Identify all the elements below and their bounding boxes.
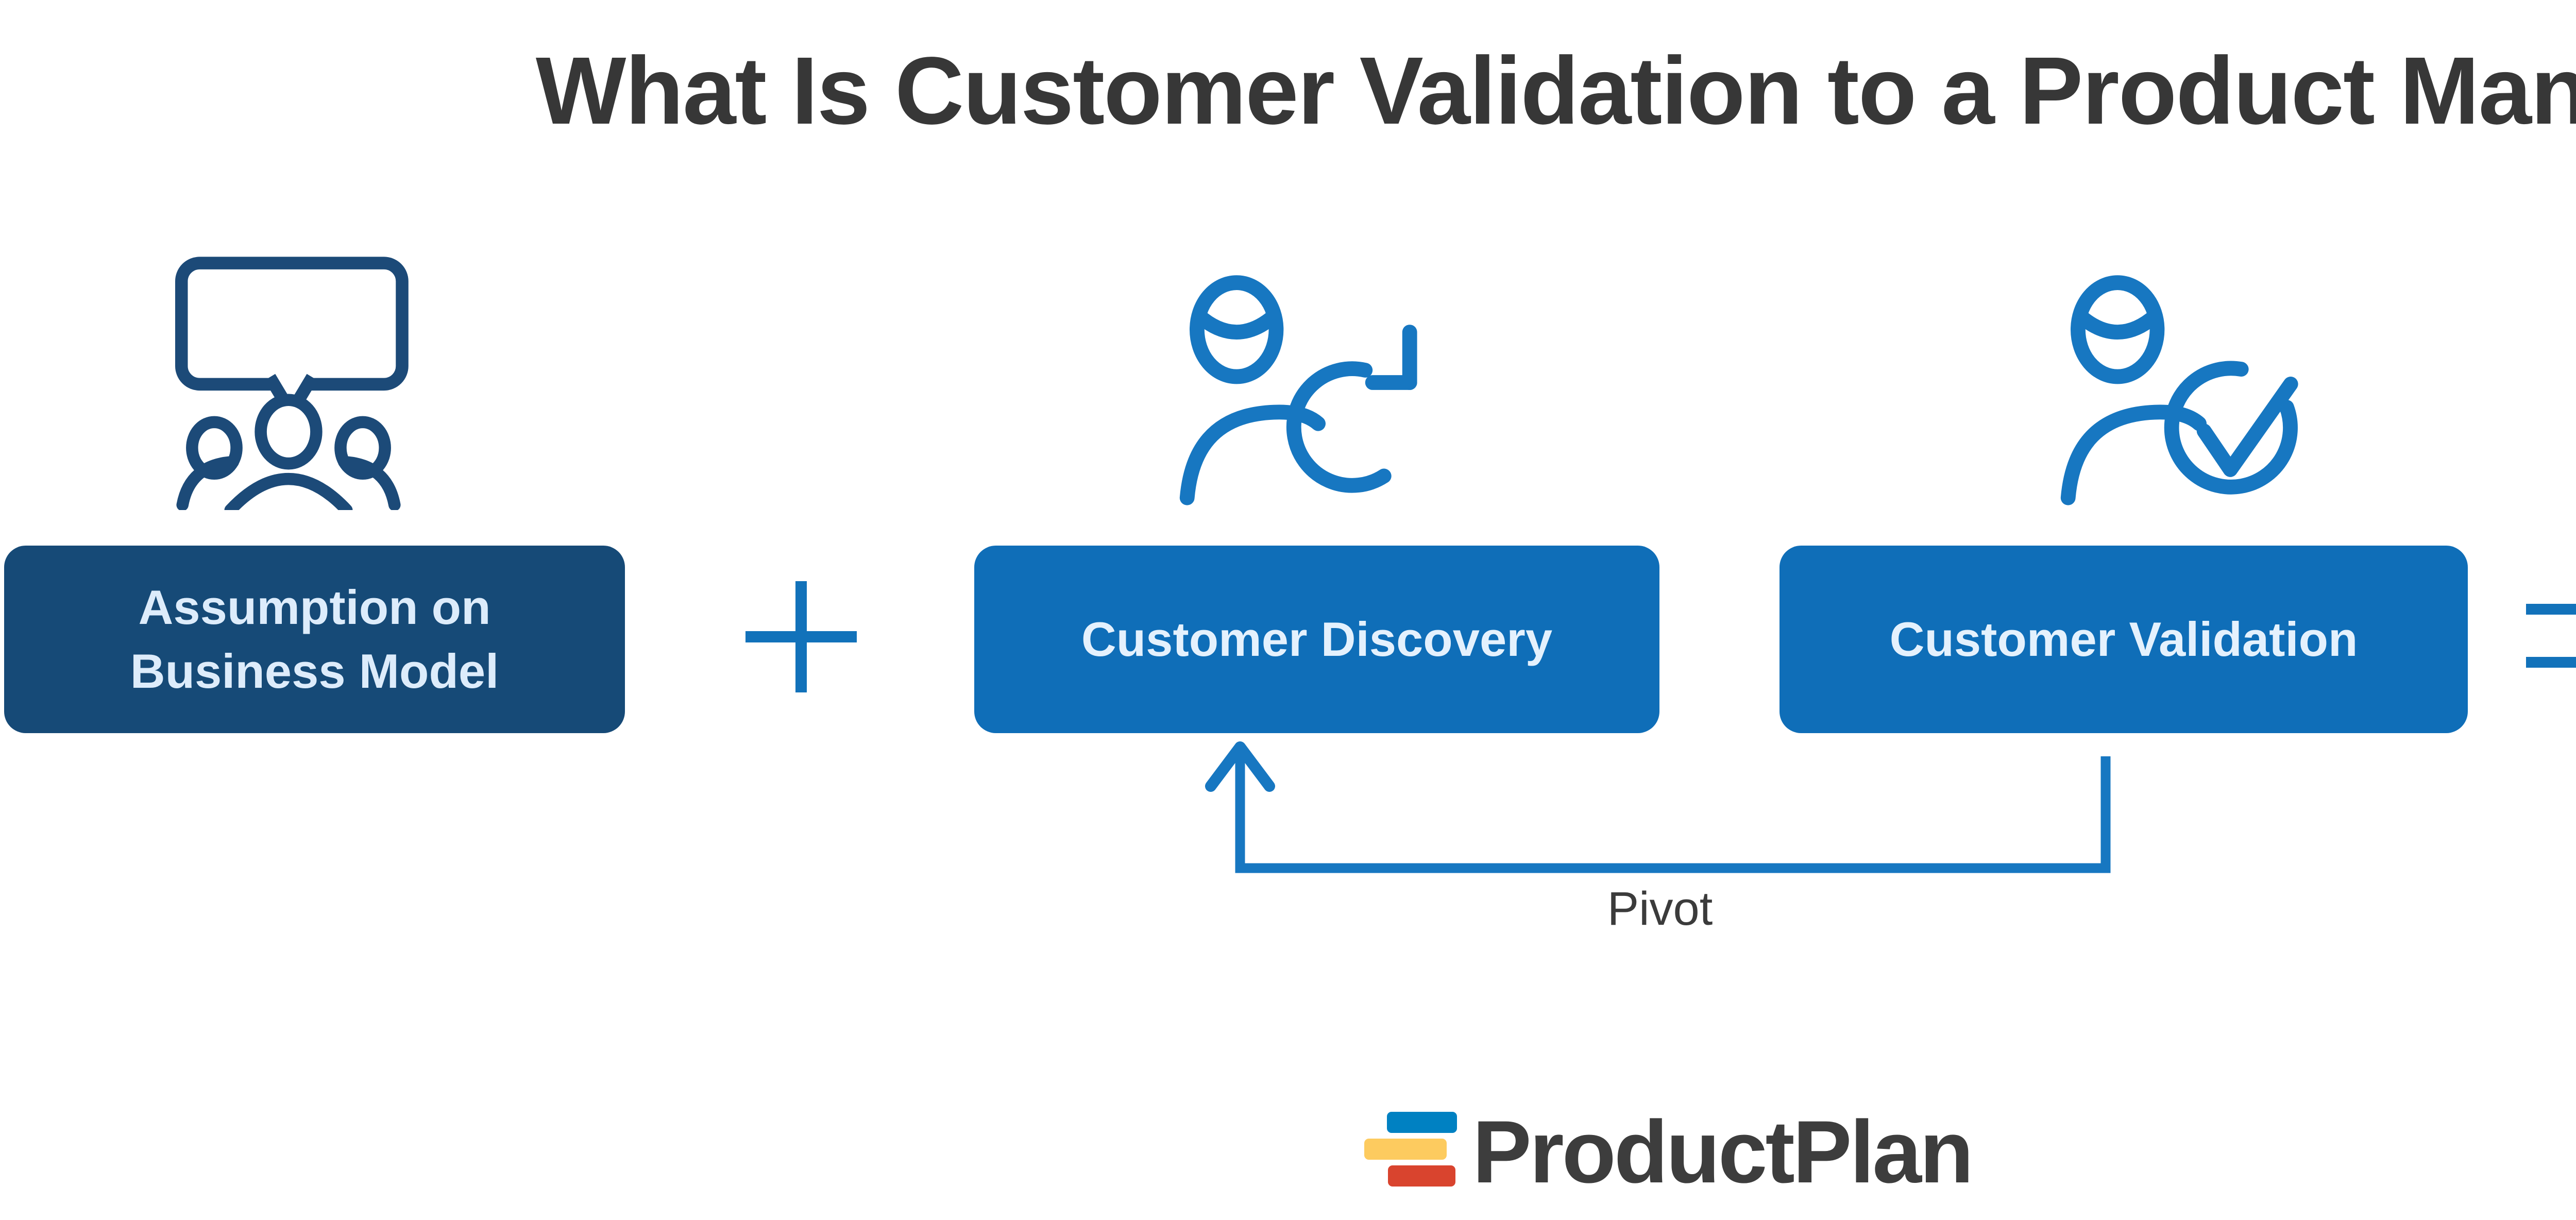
customer-validation-check-icon: [2060, 275, 2298, 505]
equals-operator: [2526, 604, 2576, 668]
page-title: What Is Customer Validation to a Product…: [535, 38, 2576, 144]
arrowhead-up-icon: [1205, 741, 1275, 792]
logo-brand-text: ProductPlan: [1472, 1103, 1974, 1201]
validation-box: Customer Validation: [1780, 546, 2468, 733]
customer-discovery-refresh-icon: [1179, 275, 1417, 505]
equals-top-bar: [2526, 604, 2576, 615]
validation-box-label: Customer Validation: [1889, 612, 2358, 666]
assumption-box-label: Assumption on Business Model: [130, 580, 499, 698]
logo-yellow-bar-icon: [1364, 1139, 1447, 1160]
plus-operator: [745, 581, 857, 692]
discovery-box: Customer Discovery: [974, 546, 1659, 733]
discovery-box-label: Customer Discovery: [1081, 612, 1553, 666]
audience-speech-bubble-icon: [175, 257, 409, 510]
plus-vertical-bar: [795, 581, 807, 692]
logo-blue-bar-icon: [1387, 1112, 1457, 1133]
productplan-logo: ProductPlan: [1355, 1107, 2076, 1199]
logo-red-bar-icon: [1388, 1165, 1455, 1187]
assumption-box: Assumption on Business Model: [4, 546, 625, 733]
pivot-label: Pivot: [1607, 883, 1713, 935]
equals-bottom-bar: [2526, 657, 2576, 668]
